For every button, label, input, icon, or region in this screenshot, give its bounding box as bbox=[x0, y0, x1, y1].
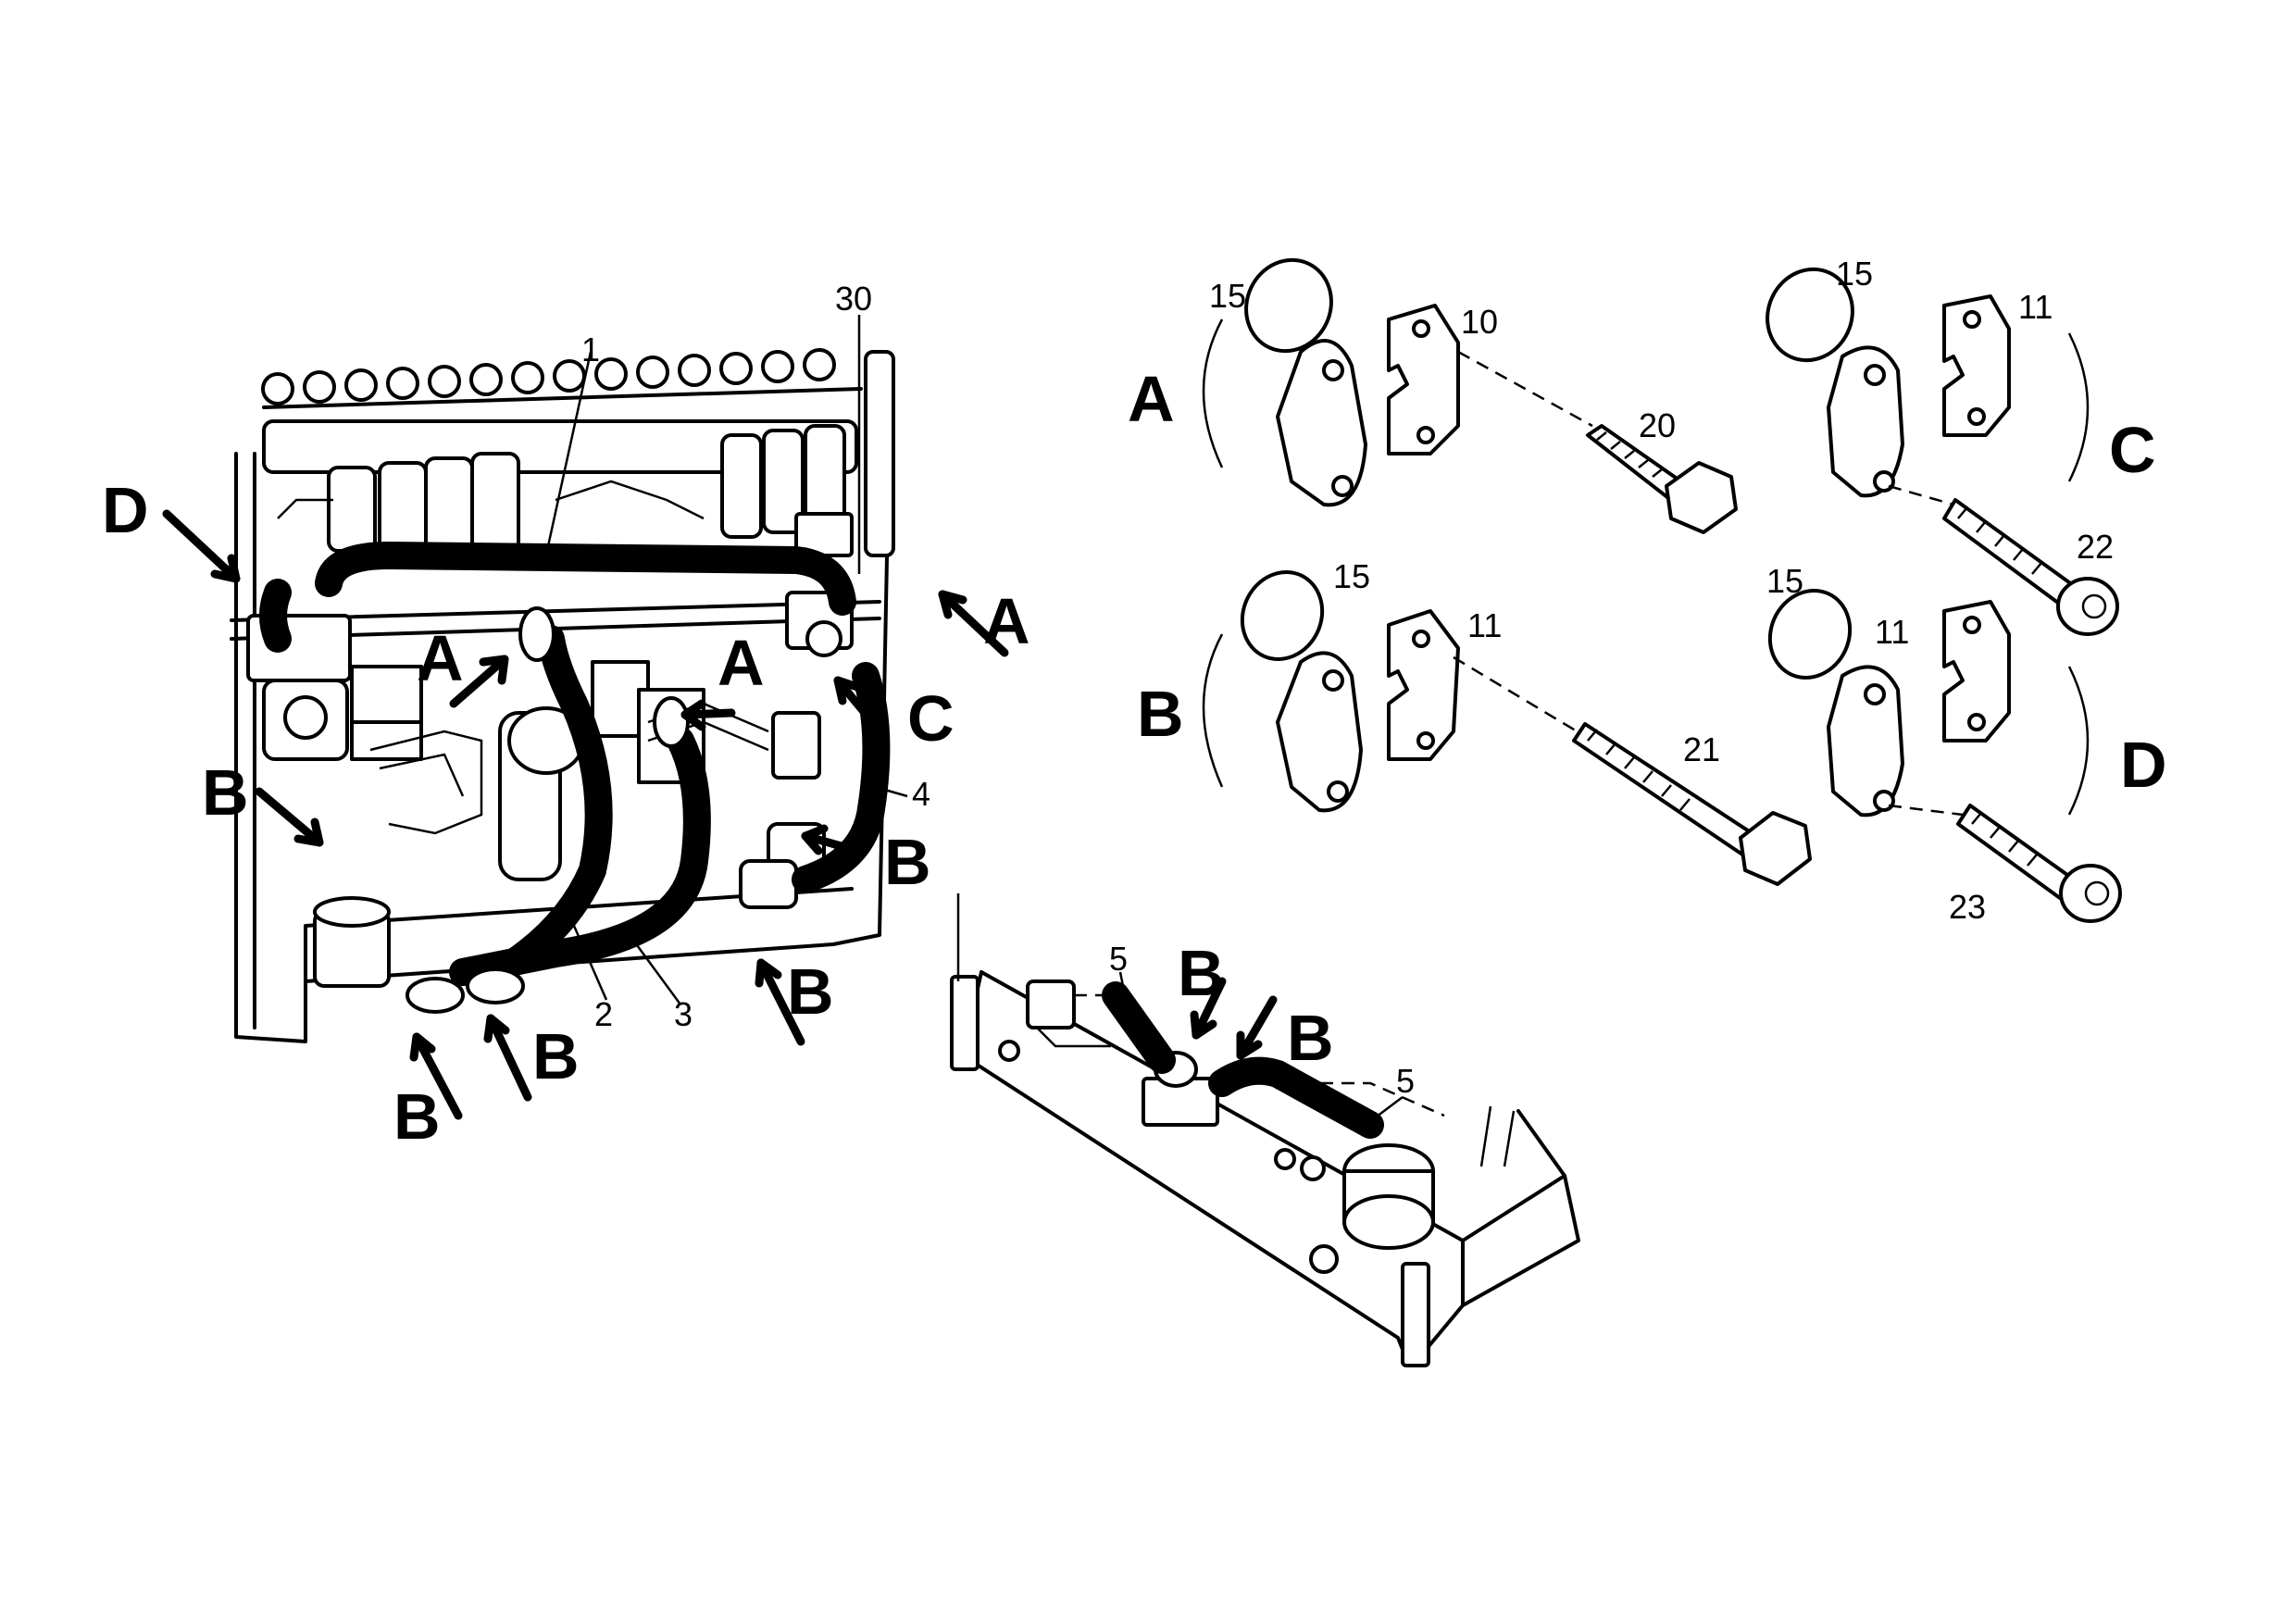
view-letter-engine-b2: B bbox=[884, 826, 931, 898]
view-letter-engine-a1: A bbox=[417, 622, 464, 694]
tank-assembly bbox=[950, 893, 1580, 1367]
detail-d bbox=[1767, 589, 2122, 923]
detail-a bbox=[1202, 257, 1738, 534]
part-callouts: 30 1 2 3 4 5 5 15 15 15 15 10 11 11 11 2… bbox=[581, 255, 2114, 1100]
callout-15c: 15 bbox=[1333, 557, 1370, 595]
callout-20: 20 bbox=[1639, 406, 1676, 444]
callout-23: 23 bbox=[1949, 888, 1986, 926]
callout-21: 21 bbox=[1683, 730, 1720, 768]
bolt-22 bbox=[1942, 498, 2119, 636]
detail-b bbox=[1202, 570, 1812, 886]
callout-15a: 15 bbox=[1209, 277, 1246, 315]
callout-30: 30 bbox=[835, 280, 872, 318]
view-letters: D A A A C B B B B B B B A B C D bbox=[102, 363, 2167, 1153]
callout-15b: 15 bbox=[1836, 255, 1873, 293]
view-letter-detail-d: D bbox=[2120, 729, 2167, 801]
view-letter-engine-c: C bbox=[907, 682, 955, 755]
callout-11b: 11 bbox=[1467, 606, 1502, 644]
callout-11c: 11 bbox=[1875, 613, 1909, 651]
injector-row bbox=[261, 348, 863, 474]
view-letter-detail-c: C bbox=[2109, 414, 2156, 486]
view-letter-engine-b4: B bbox=[532, 1020, 580, 1092]
leader-4 bbox=[874, 785, 908, 798]
leader-2 bbox=[572, 925, 608, 1001]
callout-11a: 11 bbox=[2018, 288, 2053, 326]
callout-15d: 15 bbox=[1766, 562, 1803, 600]
bolt-23 bbox=[1956, 804, 2122, 923]
callout-22: 22 bbox=[2077, 528, 2114, 566]
callout-5a: 5 bbox=[1109, 940, 1128, 978]
view-letter-engine-d: D bbox=[102, 474, 149, 546]
bolt-20 bbox=[1586, 424, 1738, 534]
leader-1 bbox=[546, 351, 593, 547]
leader-5b bbox=[1365, 1096, 1404, 1126]
callout-2: 2 bbox=[594, 995, 613, 1033]
callout-5b: 5 bbox=[1396, 1062, 1415, 1100]
view-letter-engine-b5: B bbox=[393, 1080, 441, 1153]
callout-10: 10 bbox=[1461, 303, 1498, 341]
callout-1: 1 bbox=[581, 331, 600, 368]
hoses bbox=[259, 542, 891, 1014]
view-letter-engine-b3: B bbox=[787, 955, 834, 1028]
leader-5a bbox=[1118, 971, 1127, 996]
view-letter-detail-a: A bbox=[1128, 363, 1175, 435]
view-letter-tank-b2: B bbox=[1287, 1002, 1334, 1074]
view-letter-detail-b: B bbox=[1137, 678, 1184, 750]
detail-c bbox=[1766, 267, 2119, 636]
view-letter-engine-b1: B bbox=[202, 756, 249, 829]
view-letter-tank-b1: B bbox=[1178, 937, 1225, 1009]
bolt-21 bbox=[1572, 722, 1812, 886]
callout-3: 3 bbox=[674, 995, 693, 1033]
leader-3 bbox=[628, 934, 682, 1005]
tank-view-arrows bbox=[1190, 977, 1278, 1060]
engine-assembly bbox=[162, 315, 1009, 1120]
view-letter-engine-a2: A bbox=[718, 627, 765, 699]
engine-view-arrows bbox=[162, 509, 1009, 1120]
view-letter-engine-a3: A bbox=[983, 585, 1030, 657]
callout-4: 4 bbox=[912, 775, 930, 813]
solenoid-cylinders bbox=[327, 350, 895, 557]
